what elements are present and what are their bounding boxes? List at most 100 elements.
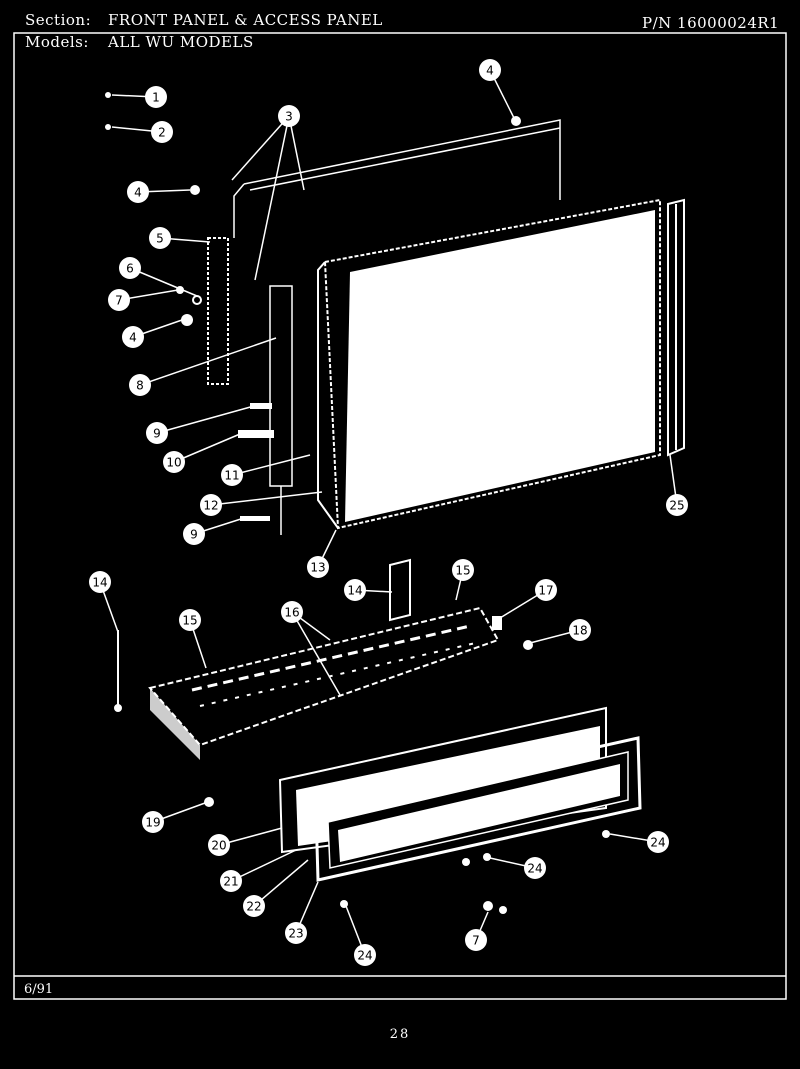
callout-circle	[666, 494, 688, 516]
callout-number: 24	[357, 949, 372, 963]
hardware-1-2	[105, 92, 111, 130]
screw-4-lower-left	[181, 314, 193, 326]
section-label: Section:	[25, 11, 92, 29]
callout-9: 9	[183, 517, 245, 545]
callout-4: 4	[122, 319, 183, 348]
callout-4: 4	[127, 181, 191, 203]
callout-circle	[281, 601, 303, 623]
callout-leader-line	[291, 611, 341, 696]
screws-24	[340, 830, 610, 908]
callout-number: 20	[211, 839, 226, 853]
callout-circle	[200, 494, 222, 516]
callout-number: 6	[126, 262, 134, 276]
end-cap-14	[114, 558, 411, 712]
callout-circle	[163, 451, 185, 473]
callout-number: 4	[486, 64, 494, 78]
callout-15: 15	[179, 609, 207, 669]
callout-5: 5	[149, 227, 211, 249]
callout-13: 13	[307, 529, 337, 578]
callout-number: 22	[246, 900, 261, 914]
callout-leader-line	[156, 405, 255, 434]
callout-22: 22	[243, 859, 309, 917]
callout-circle	[307, 556, 329, 578]
callout-circle	[221, 464, 243, 486]
callout-16: 16	[281, 601, 341, 696]
callout-9: 9	[146, 405, 255, 444]
foot-19	[204, 797, 214, 807]
callout-24: 24	[609, 831, 669, 853]
callout-circle	[127, 181, 149, 203]
callout-circle	[524, 857, 546, 879]
callout-leader-line	[231, 454, 311, 476]
callout-leader-line	[210, 491, 323, 506]
front-panel-part	[317, 198, 661, 530]
callout-number: 4	[134, 186, 142, 200]
callout-23: 23	[285, 881, 319, 944]
callout-circle	[479, 59, 501, 81]
callout-circle	[344, 579, 366, 601]
callout-circle	[145, 86, 167, 108]
callout-leader-line	[139, 337, 277, 386]
callout-number: 9	[190, 528, 198, 542]
callout-circle	[108, 289, 130, 311]
callout-8: 8	[129, 337, 277, 396]
callout-19: 19	[142, 802, 206, 833]
callout-circle	[119, 257, 141, 279]
callout-3: 3	[231, 105, 305, 281]
callout-circle	[122, 326, 144, 348]
callout-number: 16	[284, 606, 299, 620]
callout-leader-line	[129, 267, 198, 297]
section-title: FRONT PANEL & ACCESS PANEL	[108, 11, 383, 29]
callout-6: 6	[119, 257, 198, 297]
callout-circle	[354, 944, 376, 966]
page-number: 28	[389, 1027, 411, 1042]
callout-14: 14	[344, 579, 393, 601]
callout-number: 3	[285, 110, 293, 124]
models-label: Models:	[25, 33, 89, 51]
models-value: ALL WU MODELS	[108, 33, 254, 51]
callout-leader-line	[254, 115, 290, 281]
screw-4-top	[511, 116, 521, 126]
callout-number: 7	[472, 934, 480, 948]
callout-circle	[569, 619, 591, 641]
hardware-7-bottom	[483, 901, 507, 914]
callout-number: 11	[224, 469, 239, 483]
callout-circle	[465, 929, 487, 951]
callout-circle	[278, 105, 300, 127]
part-number: P/N 16000024R1	[642, 14, 780, 32]
callout-7: 7	[108, 289, 179, 311]
callout-number: 12	[203, 499, 218, 513]
callout-circle	[146, 422, 168, 444]
callout-24: 24	[489, 857, 546, 879]
callout-2: 2	[111, 121, 173, 143]
callout-circle	[149, 227, 171, 249]
callout-number: 15	[182, 614, 197, 628]
callout-25: 25	[666, 454, 688, 516]
callout-leader-line	[173, 433, 241, 463]
revision-date: 6/91	[24, 982, 54, 997]
callout-number: 2	[158, 126, 166, 140]
screw-4-upper-left	[190, 185, 200, 195]
callout-number: 8	[136, 379, 144, 393]
callout-number: 24	[527, 862, 542, 876]
callout-number: 14	[347, 584, 362, 598]
callout-number: 23	[288, 927, 303, 941]
drawing-frame	[13, 32, 787, 1000]
callout-number: 14	[92, 576, 107, 590]
callout-circle	[142, 811, 164, 833]
callout-leader-line	[230, 849, 297, 882]
callout-10: 10	[163, 433, 241, 473]
callout-4: 4	[479, 59, 515, 119]
callout-number: 10	[166, 456, 181, 470]
trim-strip-part	[667, 198, 685, 457]
callout-circle	[89, 571, 111, 593]
callout-number: 15	[455, 564, 470, 578]
callout-number: 24	[650, 836, 665, 850]
callout-number: 7	[115, 294, 123, 308]
callout-15: 15	[452, 559, 474, 601]
callout-number: 4	[129, 331, 137, 345]
brackets-9-12	[238, 403, 274, 521]
